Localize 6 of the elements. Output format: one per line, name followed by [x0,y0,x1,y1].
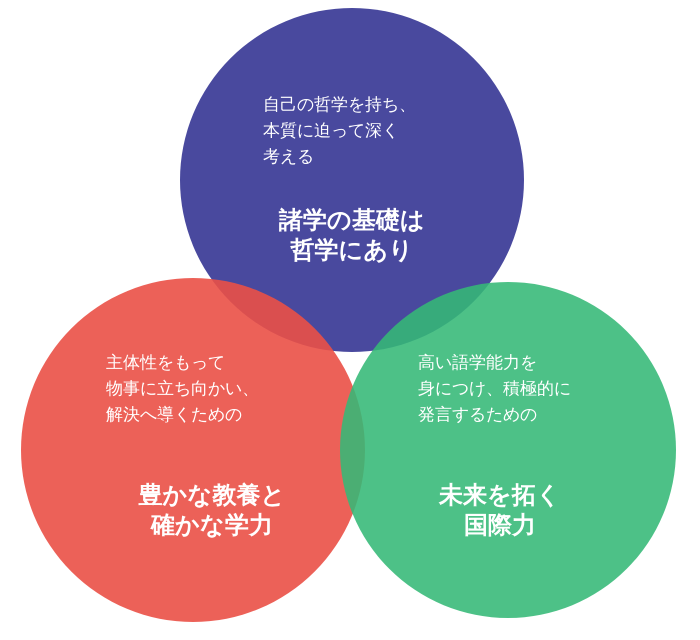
circle-heading: 未来を拓く国際力 [439,480,561,540]
circle-text: 主体性をもって物事に立ち向かい、解決へ導くための [106,352,259,427]
circle-text: 高い語学能力を身につけ、積極的に発言するための [418,352,571,427]
circle-heading: 諸学の基礎は哲学にあり [279,205,425,265]
circle-heading: 豊かな教養と確かな学力 [138,480,286,540]
circle-text: 自己の哲学を持ち、本質に迫って深く考える [263,94,416,169]
